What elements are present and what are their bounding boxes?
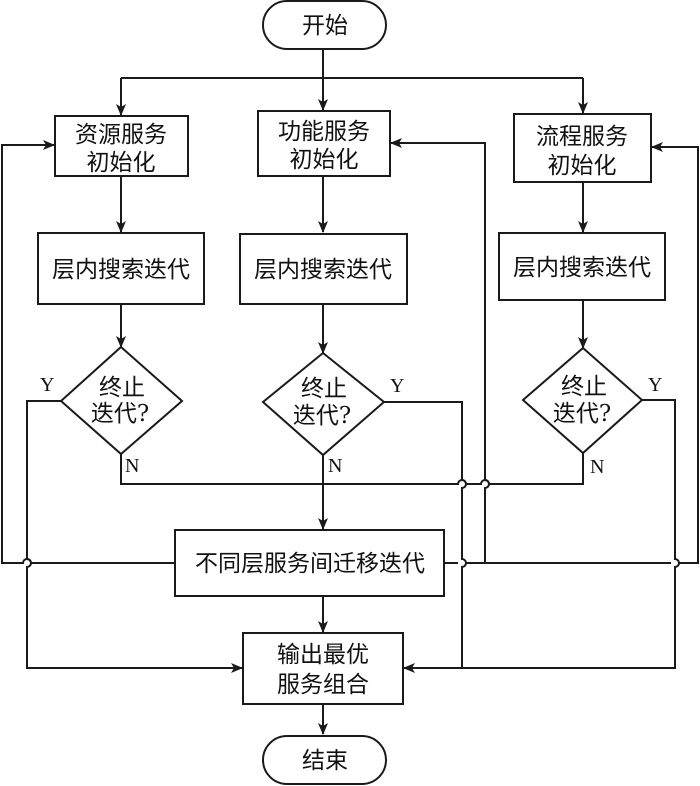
- output-box: [242, 632, 404, 705]
- init-function-line-2: 初始化: [290, 147, 359, 173]
- edge-no-flow: [323, 453, 584, 485]
- yes-label-flow: Y: [648, 374, 662, 396]
- output-line-2: 服务组合: [277, 672, 369, 698]
- migrate-label: 不同层服务间迁移迭代: [195, 551, 425, 577]
- edge-yes-function-to-output: [383, 401, 467, 668]
- init-flow-line-1: 流程服务: [536, 124, 628, 150]
- search-resource-node: 层内搜索迭代: [37, 232, 205, 305]
- decide-function-diamond: [261, 351, 386, 457]
- init-resource-line-1: 资源服务: [75, 122, 167, 148]
- search-function-box: [239, 233, 408, 305]
- decide-resource-diamond: [59, 345, 184, 456]
- init-flow-line-2: 初始化: [548, 153, 617, 179]
- output-line-1: 输出最优: [277, 642, 369, 668]
- edge-no-resource: [120, 454, 323, 485]
- no-label-resource: N: [125, 455, 139, 477]
- yes-label-function: Y: [390, 375, 404, 397]
- migrate-box: [174, 529, 445, 597]
- decide-function-node: 终止 迭代?: [261, 351, 386, 457]
- decide-flow-line-2: 迭代?: [553, 401, 611, 427]
- edge-migrate-to-init-function: [391, 143, 490, 564]
- search-resource-box: [37, 232, 205, 305]
- search-flow-label: 层内搜索迭代: [513, 255, 651, 281]
- edge-yes-flow-to-output: [403, 399, 680, 673]
- start-terminal-shape: [262, 0, 387, 50]
- decide-function-line-1: 终止: [301, 376, 347, 402]
- end-terminal-shape: [262, 735, 387, 785]
- no-label-function: N: [328, 455, 342, 477]
- init-flow-node: 流程服务 初始化: [513, 113, 652, 183]
- no-label-flow: N: [590, 456, 604, 478]
- output-node: 输出最优 服务组合: [242, 632, 404, 705]
- decide-resource-line-1: 终止: [99, 375, 145, 401]
- search-resource-label: 层内搜索迭代: [52, 257, 190, 283]
- decide-resource-line-2: 迭代?: [91, 401, 149, 427]
- search-flow-node: 层内搜索迭代: [498, 232, 666, 301]
- decide-flow-line-1: 终止: [561, 374, 607, 400]
- decide-flow-diamond: [521, 346, 644, 455]
- search-flow-box: [498, 232, 666, 301]
- yes-label-resource: Y: [40, 374, 54, 396]
- init-resource-line-2: 初始化: [87, 150, 156, 176]
- edge-migrate-to-init-flow: [485, 147, 699, 564]
- init-flow-box: [513, 113, 652, 183]
- end-node: 结束: [262, 735, 387, 785]
- edge-migrate-to-init-resource: [1, 140, 175, 564]
- init-resource-node: 资源服务 初始化: [54, 115, 189, 177]
- init-function-box: [257, 110, 391, 177]
- search-function-label: 层内搜索迭代: [254, 257, 392, 283]
- decide-resource-node: 终止 迭代?: [59, 345, 184, 456]
- start-label: 开始: [302, 13, 348, 39]
- init-function-node: 功能服务 初始化: [257, 110, 391, 177]
- migrate-node: 不同层服务间迁移迭代: [174, 529, 445, 597]
- search-function-node: 层内搜索迭代: [239, 233, 408, 305]
- edges: [1, 50, 699, 735]
- decide-flow-node: 终止 迭代?: [521, 346, 644, 455]
- init-function-line-1: 功能服务: [278, 119, 370, 145]
- start-node: 开始: [262, 0, 387, 50]
- decide-function-line-2: 迭代?: [293, 403, 351, 429]
- end-label: 结束: [302, 748, 348, 774]
- init-resource-box: [54, 115, 189, 177]
